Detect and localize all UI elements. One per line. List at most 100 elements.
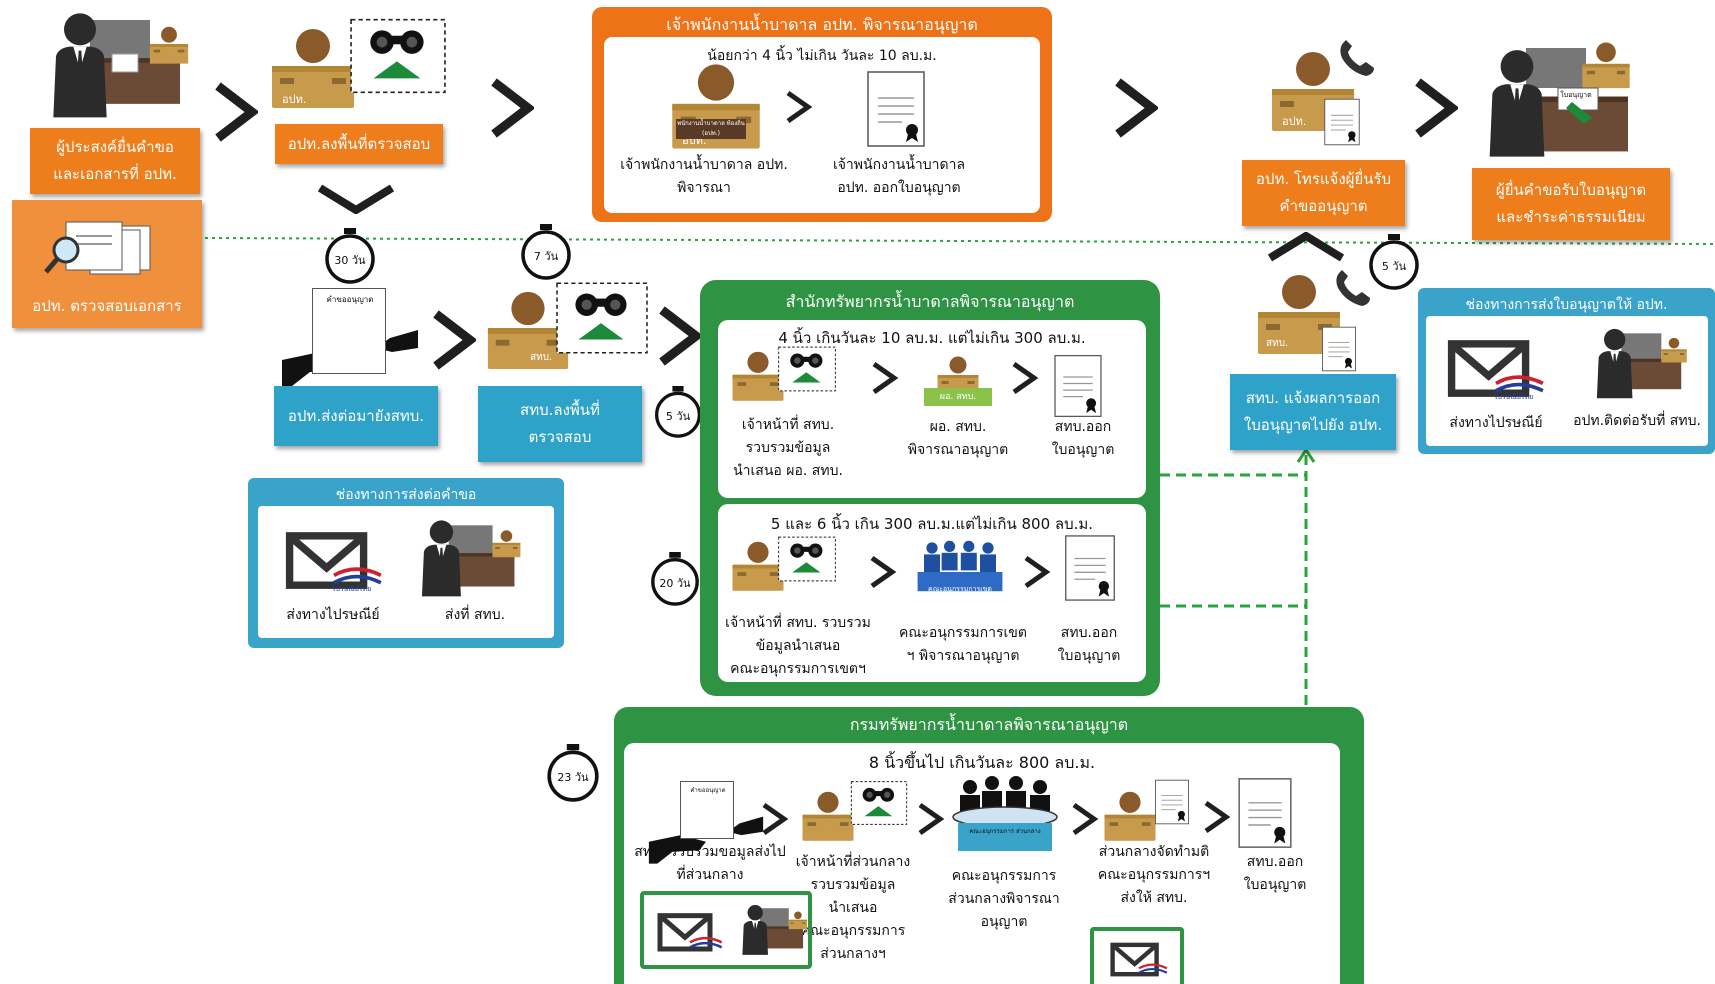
license-icon bbox=[1324, 98, 1360, 146]
map-icon bbox=[850, 781, 908, 825]
dept-step4: ส่วนกลางจัดทำมติ คณะอนุกรรมการฯ ส่งให้ ส… bbox=[1097, 844, 1211, 906]
map-icon bbox=[778, 536, 836, 582]
receive-license-label: ผู้ยื่นคำขอรับใบอนุญาต และชำระค่าธรรมเนี… bbox=[1472, 168, 1670, 240]
local-officer-consider: เจ้าพนักงานน้ำบาดาล อปท. พิจารณา bbox=[620, 157, 788, 196]
phone-icon bbox=[1336, 270, 1370, 306]
channel-right-title: ช่องทางการส่งใบอนุญาตให้ อปท. bbox=[1465, 297, 1668, 313]
meeting-icon bbox=[952, 775, 1058, 852]
local-officer-subtitle: น้อยกว่า 4 นิ้ว ไม่เกิน วันละ 10 ลบ.ม. bbox=[707, 48, 937, 64]
district-committee-icon: คณะอนุกรรมการเขต bbox=[908, 540, 1012, 604]
chevron-right-icon bbox=[866, 554, 898, 590]
license-icon bbox=[1054, 354, 1102, 418]
local-officer-issue: เจ้าพนักงานน้ำบาดาล อปท. ออกใบอนุญาต bbox=[832, 157, 966, 196]
dept-panel: กรมทรัพยากรน้ำบาดาลพิจารณาอนุญาต 8 นิ้วข… bbox=[614, 707, 1364, 984]
channel-left-title: ช่องทางการส่งต่อคำขอ bbox=[335, 487, 477, 503]
clock-7: 7 วัน bbox=[518, 224, 574, 280]
channel-right-post: ส่งทางไปรษณีย์ bbox=[1449, 415, 1543, 431]
chevron-right-icon bbox=[1112, 78, 1158, 138]
dept-step5: สทบ.ออก ใบอนุญาต bbox=[1243, 854, 1307, 893]
dept-request-form-title: คำขออนุญาต bbox=[690, 787, 726, 794]
channel-right-inner: ไปรษณีย์ไทย ส่งทางไปรษณีย์ อปท.ติดต่อรับ… bbox=[1426, 316, 1708, 446]
post-logo: ไปรษณีย์ไทย bbox=[332, 585, 372, 593]
tier1-subtitle: 4 นิ้ว เกินวันละ 10 ลบ.ม. แต่ไม่เกิน 300… bbox=[778, 329, 1086, 347]
chevron-right-icon bbox=[656, 306, 702, 366]
channel-left-direct: ส่งที่ สทบ. bbox=[444, 607, 506, 623]
tier2-step3: สทบ.ออก ใบอนุญาต bbox=[1057, 625, 1121, 664]
central-staff-icon bbox=[802, 791, 854, 841]
counter-icon bbox=[742, 905, 808, 955]
post-logo: ไปรษณีย์ไทย bbox=[1494, 393, 1534, 401]
local-officer-panel: เจ้าพนักงานน้ำบาดาล อปท. พิจารณาอนุญาต น… bbox=[592, 7, 1052, 222]
director-box: ผอ. สทบ. bbox=[924, 388, 992, 406]
tier1-step2: ผอ. สทบ. พิจารณาอนุญาต bbox=[907, 419, 1009, 458]
chevron-right-icon bbox=[430, 310, 476, 370]
clock-23-label: 23 วัน bbox=[557, 771, 589, 784]
chevron-right-icon bbox=[782, 89, 814, 125]
license-icon bbox=[1238, 778, 1292, 848]
chevron-right-icon bbox=[1068, 801, 1100, 837]
clock-5-notify-label: 5 วัน bbox=[1381, 260, 1407, 273]
submit-request-label: ผู้ประสงค์ยื่นคำขอ และเอกสารที่ อปท. bbox=[30, 128, 200, 194]
forward-label: อปท.ส่งต่อมายังสทบ. bbox=[274, 386, 438, 446]
magnifier-docs-icon bbox=[44, 221, 151, 275]
tier2-step2: คณะอนุกรรมการเขต ฯ พิจารณาอนุญาต bbox=[899, 625, 1027, 664]
doc-check-box: อปท. ตรวจสอบเอกสาร bbox=[12, 200, 202, 328]
notify-box-label: อปท. bbox=[1282, 115, 1307, 128]
clock-5-office: 5 วัน bbox=[652, 386, 704, 438]
dept-mail-box bbox=[1090, 927, 1184, 984]
license-icon bbox=[1065, 535, 1115, 601]
license-icon bbox=[867, 71, 925, 147]
clock-7-label: 7 วัน bbox=[533, 250, 559, 263]
local-officer-title: เจ้าพนักงานน้ำบาดาล อปท. พิจารณาอนุญาต bbox=[666, 15, 978, 34]
chevron-right-icon bbox=[868, 360, 900, 396]
notify-applicant-label: อปท. โทรแจ้งผู้ยื่นรับ คำขออนุญาต bbox=[1242, 160, 1405, 226]
director-icon: ผอ. สทบ. bbox=[924, 356, 992, 406]
channel-right-direct: อปท.ติดต่อรับที่ สทบ. bbox=[1573, 413, 1701, 429]
dept-inner: 8 นิ้วขึ้นไป เกินวันละ 800 ลบ.ม. คำขออนุ… bbox=[624, 743, 1340, 984]
request-form: คำขออนุญาต bbox=[312, 288, 386, 374]
mail-icon bbox=[654, 909, 726, 959]
channel-right-panel: ช่องทางการส่งใบอนุญาตให้ อปท. ไปรษณีย์ไท… bbox=[1418, 288, 1715, 454]
tier1-step3: สทบ.ออก ใบอนุญาต bbox=[1051, 419, 1115, 458]
counter-icon bbox=[1596, 328, 1687, 399]
clock-5-notify: 5 วัน bbox=[1366, 234, 1422, 290]
report-box-label: สทบ. bbox=[1266, 338, 1289, 349]
office-panel: สำนักทรัพยากรน้ำบาดาลพิจารณาอนุญาต 4 นิ้… bbox=[700, 280, 1160, 696]
chevron-down-icon bbox=[316, 184, 396, 214]
doc-check-label: อปท. ตรวจสอบเอกสาร bbox=[32, 297, 182, 315]
chevron-right-icon bbox=[1020, 554, 1052, 590]
chevron-right-icon bbox=[914, 801, 946, 837]
clock-30: 30 วัน bbox=[322, 228, 378, 284]
receive-doc-label: ใบอนุญาต bbox=[1560, 91, 1592, 99]
dept-step3: คณะอนุกรรมการ ส่วนกลางพิจารณา อนุญาต bbox=[948, 868, 1060, 930]
clock-20: 20 วัน bbox=[648, 552, 702, 606]
chevron-right-icon bbox=[1200, 799, 1232, 835]
request-form-title: คำขออนุญาต bbox=[326, 295, 374, 304]
dept-subtitle: 8 นิ้วขึ้นไป เกินวันละ 800 ลบ.ม. bbox=[868, 753, 1096, 772]
resolution-doc-icon bbox=[1154, 779, 1190, 825]
map-icon bbox=[778, 346, 836, 392]
binoculars-icon bbox=[556, 282, 648, 354]
dept-step2: เจ้าหน้าที่ส่วนกลาง รวบรวมข้อมูล นำเสนอ … bbox=[795, 854, 911, 962]
chevron-right-icon bbox=[758, 801, 790, 837]
chevron-right-icon bbox=[1008, 360, 1040, 396]
district-committee-table-label: คณะอนุกรรมการเขต bbox=[928, 585, 992, 593]
tier1-step1: เจ้าหน้าที่ สทบ. รวบรวมข้อมูล นำเสนอ ผอ.… bbox=[733, 417, 843, 479]
tier2-step1: เจ้าหน้าที่ สทบ. รวบรวม ข้อมูลนำเสนอ คณะ… bbox=[725, 615, 871, 677]
channel-left-inner: ไปรษณีย์ไทย ส่งทางไปรษณีย์ ส่งที่ สทบ. bbox=[258, 506, 554, 638]
dept-channel-box bbox=[640, 891, 812, 969]
central-secretary-icon bbox=[1104, 791, 1156, 841]
clock-5-office-label: 5 วัน bbox=[665, 410, 691, 423]
chevron-up-icon bbox=[1266, 232, 1346, 262]
dept-title: กรมทรัพยากรน้ำบาดาลพิจารณาอนุญาต bbox=[849, 715, 1129, 734]
chevron-right-icon bbox=[1412, 78, 1458, 138]
tier2-subtitle: 5 และ 6 นิ้ว เกิน 300 ลบ.ม.แต่ไม่เกิน 80… bbox=[770, 515, 1094, 533]
binoculars-icon bbox=[350, 18, 446, 94]
clock-30-label: 30 วัน bbox=[334, 254, 366, 267]
local-officer-nameplate: พนักงานน้ำบาดาล ท้องถิ่น (อปท.) bbox=[676, 119, 746, 139]
office-title: สำนักทรัพยากรน้ำบาดาลพิจารณาอนุญาต bbox=[785, 292, 1075, 311]
chevron-right-icon bbox=[212, 82, 258, 142]
office-tier2: 5 และ 6 นิ้ว เกิน 300 ลบ.ม.แต่ไม่เกิน 80… bbox=[718, 504, 1146, 682]
office-officer-box-label: สทบ. bbox=[530, 352, 553, 363]
